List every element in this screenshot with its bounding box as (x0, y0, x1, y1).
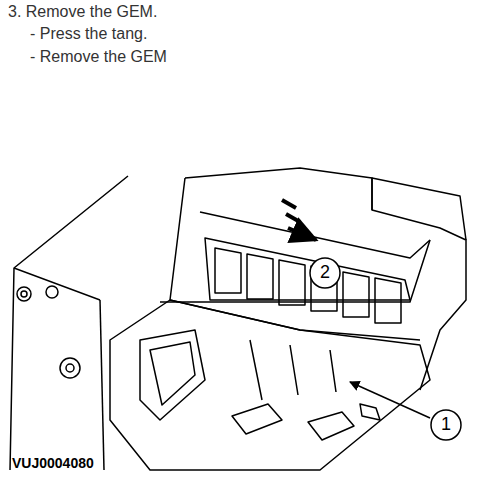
connector-slot (375, 278, 401, 323)
bracket-socket (140, 330, 205, 420)
panel-hole (46, 286, 58, 298)
tang (360, 404, 380, 420)
panel-edge (14, 268, 100, 300)
removal-arrow (286, 214, 300, 222)
panel-hole (60, 358, 80, 378)
removal-arrow (282, 200, 296, 208)
mounting-bracket (110, 300, 430, 470)
step-title: 3. Remove the GEM. (8, 2, 157, 21)
bracket-tab (232, 404, 282, 434)
panel-hole (17, 287, 31, 301)
figure-code: VUJ0004080 (12, 455, 94, 472)
bracket-socket (150, 342, 195, 405)
panel-edge (100, 300, 104, 470)
instruction-text: - Remove the GEM (30, 47, 167, 66)
callout-circle (310, 258, 340, 288)
connector-slot (215, 248, 241, 293)
instruction-text: - Press the tang. (30, 24, 147, 43)
connector-slot (343, 272, 369, 317)
callout-number: 2 (320, 262, 330, 284)
bracket-tab (308, 412, 354, 440)
callout-circle (431, 410, 461, 440)
tang-ribs (250, 340, 336, 400)
module-housing (160, 240, 430, 302)
removal-arrow (288, 228, 316, 240)
module-housing (170, 178, 420, 340)
connector-face (205, 238, 410, 300)
module-housing (372, 178, 466, 240)
leader-line (350, 382, 430, 418)
connector-slot (247, 254, 273, 299)
panel-hole (21, 291, 27, 297)
callout-number: 1 (441, 414, 451, 436)
connector-slot (279, 260, 305, 305)
panel-hole (66, 364, 74, 372)
panel-edge (10, 176, 128, 470)
